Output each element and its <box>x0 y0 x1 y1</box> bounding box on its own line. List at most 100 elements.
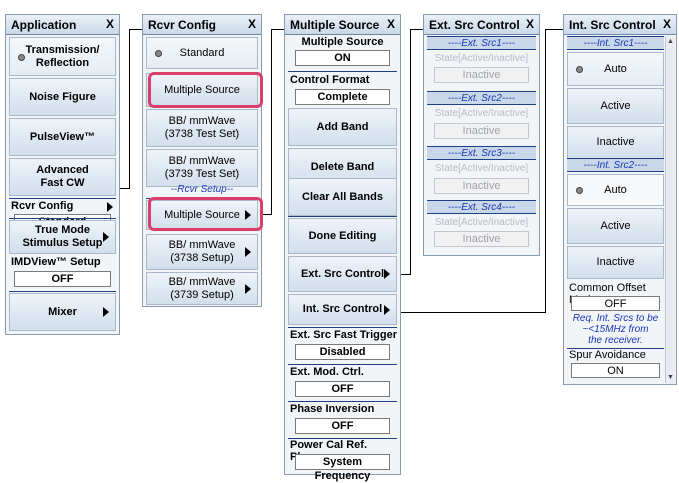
add-band-button[interactable]: Add Band <box>288 108 397 146</box>
multiple-source-panel: Multiple Source X Multiple Source ON Con… <box>284 14 401 482</box>
panel-title: Int. Src Control <box>569 18 656 32</box>
button-label: Inactive <box>596 256 635 268</box>
button-label: Auto <box>604 62 627 75</box>
connector-line <box>129 29 143 189</box>
ext-mod-ctrl-field[interactable]: OFF <box>295 381 390 397</box>
chevron-right-icon <box>384 304 390 315</box>
button-label: BB/ mmWave (3738 Test Set) <box>164 115 240 140</box>
rcvr-config-label: Rcvr Config <box>11 200 74 212</box>
close-icon[interactable]: X <box>386 17 395 31</box>
close-icon[interactable]: X <box>247 17 256 31</box>
true-mode-stimulus-setup-button[interactable]: True Mode Stimulus Setup <box>9 220 116 254</box>
button-label: BB/ mmWave (3739 Setup) <box>168 275 236 301</box>
close-icon[interactable]: X <box>105 17 114 31</box>
scroll-up-icon[interactable]: ▲ <box>667 38 674 45</box>
button-label: Ext. Src Control <box>300 267 385 280</box>
button-label: Done Editing <box>308 229 377 242</box>
ext-src2-state-label: State[Active/Inactive] <box>434 108 529 119</box>
bb-mmwave-3738-setup-button[interactable]: BB/ mmWave (3738 Setup) <box>146 234 258 270</box>
connector-line <box>262 214 271 215</box>
panel-header: Application X <box>6 15 119 35</box>
bb-mmwave-3738-test-set-button[interactable]: BB/ mmWave (3738 Test Set) <box>146 109 258 147</box>
button-label: Standard <box>179 46 225 59</box>
int-src2-inactive-button[interactable]: Inactive <box>567 246 664 279</box>
divider <box>9 218 116 219</box>
int-src2-active-button[interactable]: Active <box>567 208 664 244</box>
button-label: Inactive <box>596 136 635 148</box>
imdview-setup-label: IMDView™ Setup <box>11 256 101 268</box>
scroll-down-icon[interactable]: ▼ <box>667 374 674 381</box>
spur-avoidance-field[interactable]: ON <box>571 363 660 378</box>
int-src2-auto-radio[interactable]: Auto <box>567 174 664 206</box>
divider <box>9 198 116 199</box>
multiple-source-button[interactable]: Multiple Source <box>146 73 258 107</box>
int-src1-active-button[interactable]: Active <box>567 88 664 124</box>
connector-line <box>545 29 564 313</box>
ext-src-control-panel: Ext. Src Control X ----Ext. Src1---- Sta… <box>423 14 540 256</box>
connector-line <box>401 312 545 313</box>
ext-src4-state-label: State[Active/Inactive] <box>434 217 529 228</box>
divider <box>288 364 397 365</box>
spur-avoidance-label: Spur Avoidance <box>569 349 646 361</box>
power-cal-ref-plane-field[interactable]: System Frequency <box>295 454 390 482</box>
ext-src-fast-trigger-field[interactable]: Disabled <box>295 344 390 360</box>
panel-header: Ext. Src Control X <box>424 15 539 35</box>
button-label: Auto <box>604 183 627 196</box>
pulseview-button[interactable]: PulseView™ <box>9 118 116 156</box>
connector-line <box>401 274 410 275</box>
application-panel: Application X Transmission/ Reflection N… <box>5 14 120 335</box>
button-label: Noise Figure <box>29 90 96 103</box>
radio-icon <box>155 50 162 57</box>
connector-line <box>120 188 129 189</box>
int-src1-header: ----Int. Src1---- <box>567 36 664 50</box>
rcvr-config-panel: Rcvr Config X Standard Multiple Source B… <box>142 14 262 307</box>
common-offset-mode-field[interactable]: OFF <box>571 296 660 311</box>
button-label: Active <box>600 219 631 232</box>
scrollbar[interactable]: ▲ ▼ <box>665 36 675 383</box>
clear-all-bands-button[interactable]: Clear All Bands <box>288 178 397 216</box>
int-src-control-button[interactable]: Int. Src Control <box>288 294 397 325</box>
divider <box>288 438 397 439</box>
int-src1-inactive-button[interactable]: Inactive <box>567 126 664 159</box>
ext-src-fast-trigger-label: Ext. Src Fast Trigger <box>290 329 397 341</box>
divider <box>288 401 397 402</box>
done-editing-button[interactable]: Done Editing <box>288 218 397 254</box>
control-format-label: Control Format <box>290 74 370 86</box>
rcvr-setup-header: --Rcvr Setup-- <box>170 184 234 195</box>
button-label: PulseView™ <box>29 130 96 143</box>
bb-mmwave-3739-test-set-button[interactable]: BB/ mmWave (3739 Test Set) <box>146 149 258 187</box>
ext-src-control-button[interactable]: Ext. Src Control <box>288 256 397 292</box>
button-label: Int. Src Control <box>302 303 383 315</box>
chevron-right-icon <box>245 283 251 294</box>
mixer-button[interactable]: Mixer <box>9 293 116 331</box>
ext-src1-state-field: Inactive <box>434 67 529 83</box>
offset-note: Req. Int. Srcs to be ~<15MHz from the re… <box>572 313 659 346</box>
button-label: Multiple Source <box>164 83 240 96</box>
button-label: Clear All Bands <box>302 190 383 203</box>
panel-title: Application <box>11 18 77 32</box>
connector-line <box>271 29 285 215</box>
ext-src2-state-field: Inactive <box>434 123 529 139</box>
ext-src3-header: ----Ext. Src3---- <box>427 146 536 160</box>
int-src1-auto-radio[interactable]: Auto <box>567 52 664 86</box>
imdview-setup-field[interactable]: OFF <box>14 271 111 287</box>
multiple-source-label: Multiple Source <box>301 36 384 48</box>
bb-mmwave-3739-setup-button[interactable]: BB/ mmWave (3739 Setup) <box>146 272 258 305</box>
multiple-source-field[interactable]: ON <box>295 50 390 66</box>
close-icon[interactable]: X <box>525 17 534 31</box>
close-icon[interactable]: X <box>662 17 671 31</box>
button-label: Transmission/ Reflection <box>25 43 100 69</box>
multiple-source-setup-button[interactable]: Multiple Source <box>146 200 258 230</box>
divider <box>288 327 397 328</box>
standard-radio-button[interactable]: Standard <box>146 37 258 69</box>
control-format-field[interactable]: Complete <box>295 89 390 105</box>
phase-inversion-field[interactable]: OFF <box>295 418 390 434</box>
transmission-reflection-button[interactable]: Transmission/ Reflection <box>9 37 116 76</box>
divider <box>567 348 664 349</box>
ext-src4-state-field: Inactive <box>434 231 529 247</box>
phase-inversion-label: Phase Inversion <box>290 403 375 415</box>
panel-header: Rcvr Config X <box>143 15 261 35</box>
advanced-fast-cw-button[interactable]: Advanced Fast CW <box>9 158 116 196</box>
noise-figure-button[interactable]: Noise Figure <box>9 78 116 116</box>
panel-title: Ext. Src Control <box>429 18 520 32</box>
